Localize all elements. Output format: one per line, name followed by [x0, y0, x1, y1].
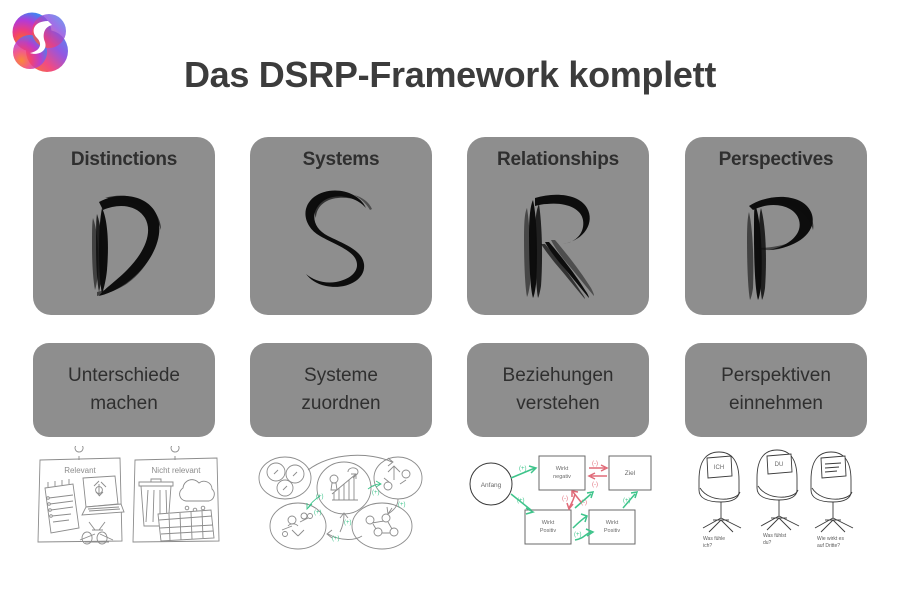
- brand-logo-icon: [12, 12, 68, 72]
- svg-text:negativ: negativ: [553, 474, 571, 480]
- svg-text:(+): (+): [398, 502, 406, 508]
- svg-text:(+): (+): [574, 532, 582, 538]
- chair-caption-3-line2: auf Dritte?: [817, 543, 840, 549]
- svg-text:Wirkt: Wirkt: [542, 520, 555, 526]
- chair-du: DU: [756, 449, 800, 531]
- svg-text:(+): (+): [519, 466, 527, 472]
- brush-letter-s-icon: [250, 171, 432, 315]
- svg-text:(+): (+): [344, 520, 352, 526]
- svg-text:(-): (-): [592, 482, 598, 488]
- action-line-1: Beziehungen: [502, 365, 614, 387]
- chair-caption-3-line1: Wie wirkt es: [817, 536, 844, 542]
- svg-text:(+): (+): [316, 494, 324, 500]
- sketch-node-anfang: Anfang: [481, 482, 502, 489]
- svg-text:(-): (-): [562, 496, 568, 502]
- action-card-relationships[interactable]: Beziehungen verstehen: [467, 343, 649, 437]
- chair-dritte: [810, 451, 854, 533]
- sketch-label-nicht-relevant: Nicht relevant: [152, 466, 202, 475]
- svg-text:(+): (+): [623, 498, 631, 504]
- action-card-text: Systeme zuordnen: [301, 362, 380, 417]
- brush-letter-r-icon: [467, 171, 649, 315]
- action-line-2: zuordnen: [301, 393, 381, 414]
- svg-text:Wirkt: Wirkt: [606, 520, 619, 526]
- letter-card-perspectives[interactable]: Perspectives: [685, 137, 867, 315]
- chair-caption-2-line2: du?: [763, 540, 772, 546]
- svg-text:(+): (+): [517, 498, 525, 504]
- brand-logo: [8, 6, 78, 78]
- action-card-perspectives[interactable]: Perspektiven einnehmen: [685, 343, 867, 437]
- letter-card-label: Relationships: [497, 149, 619, 170]
- letter-card-systems[interactable]: Systems: [250, 137, 432, 315]
- action-line-1: Perspektiven: [721, 365, 831, 387]
- action-line-2: machen: [90, 393, 158, 414]
- action-line-2: verstehen: [516, 393, 600, 414]
- svg-text:Ziel: Ziel: [625, 470, 636, 477]
- sketch-three-chairs: ICH Was fühle ich? DU Was fühlst du?: [683, 446, 868, 556]
- sketch-cause-effect-flow: Anfang Wirkt negativ Ziel Wirkt Positiv …: [463, 446, 653, 556]
- action-card-text: Beziehungen verstehen: [503, 362, 614, 417]
- action-card-systems[interactable]: Systeme zuordnen: [250, 343, 432, 437]
- chair-caption-2-line1: Was fühlst: [763, 533, 787, 539]
- svg-text:(+): (+): [314, 510, 322, 516]
- action-card-distinctions[interactable]: Unterschiede machen: [33, 343, 215, 437]
- chair-sign-1: ICH: [714, 465, 724, 471]
- brush-letter-p-icon: [685, 171, 867, 315]
- letter-card-distinctions[interactable]: Distinctions: [33, 137, 215, 315]
- action-line-1: Systeme: [304, 365, 378, 387]
- brush-letter-d-icon: [33, 171, 215, 315]
- action-card-text: Unterschiede machen: [68, 362, 180, 417]
- action-card-text: Perspektiven einnehmen: [721, 362, 831, 417]
- letter-card-label: Perspectives: [718, 149, 834, 170]
- chair-caption-1-line2: ich?: [703, 543, 712, 549]
- svg-text:(-): (-): [581, 500, 587, 506]
- sketch-system-bubbles: (+) (+) (+) (+) (+) (+): [252, 446, 430, 556]
- action-line-1: Unterschiede: [68, 365, 180, 387]
- svg-text:(-): (-): [592, 461, 598, 467]
- svg-text:(+): (+): [372, 490, 380, 496]
- svg-text:Wirkt: Wirkt: [556, 466, 569, 472]
- sketch-relevant-vs-not-relevant: Relevant Nicht relev: [25, 446, 230, 556]
- letter-card-label: Distinctions: [70, 149, 178, 170]
- chair-sign-2: DU: [775, 462, 784, 468]
- letter-card-relationships[interactable]: Relationships: [467, 137, 649, 315]
- letter-card-label: Systems: [302, 149, 380, 170]
- sketch-label-relevant: Relevant: [64, 466, 96, 475]
- svg-text:(+): (+): [332, 536, 340, 542]
- page-title: Das DSRP-Framework komplett: [183, 54, 717, 95]
- svg-text:Positiv: Positiv: [604, 528, 620, 534]
- svg-text:Positiv: Positiv: [540, 528, 556, 534]
- chair-ich: ICH: [698, 451, 742, 533]
- action-line-2: einnehmen: [728, 393, 824, 414]
- chair-caption-1-line1: Was fühle: [703, 536, 725, 542]
